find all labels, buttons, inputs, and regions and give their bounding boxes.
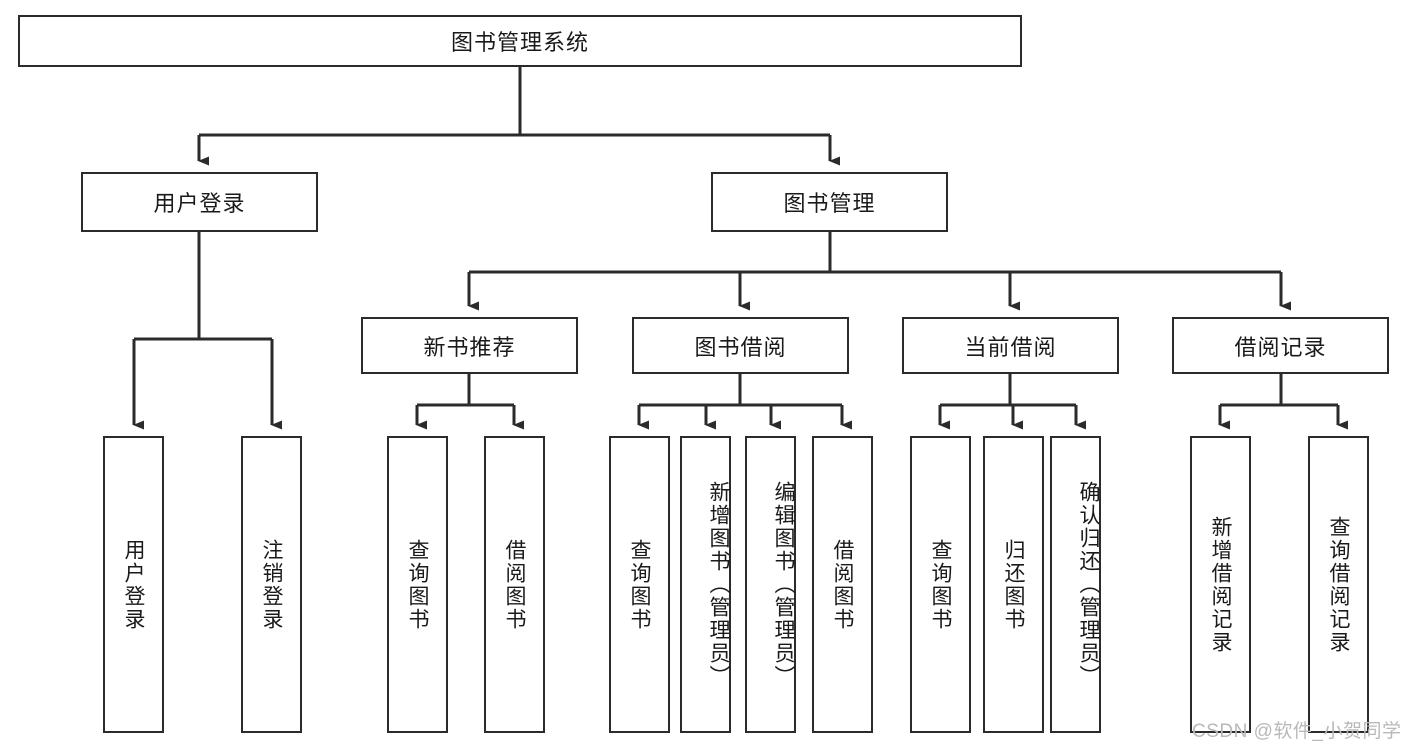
node-label: 借阅图书 xyxy=(831,538,854,631)
csdn-watermark: CSDN @软件_小贺同学 xyxy=(1192,721,1402,742)
node-label: 归还图书 xyxy=(1002,538,1025,631)
node-label: 查询图书 xyxy=(628,538,651,631)
node-label: 借阅记录 xyxy=(1234,334,1327,360)
node-leaf-query-books-current[interactable]: 查询图书 xyxy=(910,436,971,733)
node-leaf-borrow-books[interactable]: 借阅图书 xyxy=(812,436,873,733)
node-label: 当前借阅 xyxy=(964,334,1057,360)
node-borrowing-records[interactable]: 借阅记录 xyxy=(1172,317,1389,374)
node-leaf-borrow-books-rec[interactable]: 借阅图书 xyxy=(484,436,545,733)
node-new-book-recommendation[interactable]: 新书推荐 xyxy=(361,317,578,374)
node-current-borrowing[interactable]: 当前借阅 xyxy=(902,317,1119,374)
node-book-management-module[interactable]: 图书管理 xyxy=(711,172,948,232)
node-label: 新增图书（管理员） xyxy=(707,481,730,688)
node-label: 新增借阅记录 xyxy=(1209,515,1232,654)
node-leaf-query-books-rec[interactable]: 查询图书 xyxy=(387,436,448,733)
node-label: 图书借阅 xyxy=(694,334,787,360)
node-leaf-query-books-borrow[interactable]: 查询图书 xyxy=(609,436,670,733)
node-label: 查询图书 xyxy=(406,538,429,631)
node-label: 查询图书 xyxy=(929,538,952,631)
node-leaf-edit-book-admin[interactable]: 编辑图书（管理员） xyxy=(745,436,796,733)
node-label: 确认归还（管理员） xyxy=(1077,481,1100,688)
node-label: 图书管理系统 xyxy=(450,30,589,55)
node-label: 编辑图书（管理员） xyxy=(772,481,795,688)
node-leaf-user-login[interactable]: 用户登录 xyxy=(103,436,164,733)
node-leaf-return-books[interactable]: 归还图书 xyxy=(983,436,1044,733)
node-label: 用户登录 xyxy=(153,191,246,216)
node-root-system[interactable]: 图书管理系统 xyxy=(18,15,1022,67)
node-leaf-add-book-admin[interactable]: 新增图书（管理员） xyxy=(680,436,731,733)
node-leaf-query-borrow-record[interactable]: 查询借阅记录 xyxy=(1308,436,1369,733)
node-leaf-add-borrow-record[interactable]: 新增借阅记录 xyxy=(1190,436,1251,733)
node-label: 查询借阅记录 xyxy=(1327,515,1350,654)
node-label: 借阅图书 xyxy=(503,538,526,631)
node-label: 新书推荐 xyxy=(423,334,516,360)
node-user-login-module[interactable]: 用户登录 xyxy=(81,172,318,232)
node-leaf-logout[interactable]: 注销登录 xyxy=(241,436,302,733)
node-label: 注销登录 xyxy=(260,538,283,631)
node-label: 图书管理 xyxy=(783,191,876,216)
node-book-borrowing[interactable]: 图书借阅 xyxy=(632,317,849,374)
node-label: 用户登录 xyxy=(122,538,145,631)
node-leaf-confirm-return-admin[interactable]: 确认归还（管理员） xyxy=(1050,436,1101,733)
